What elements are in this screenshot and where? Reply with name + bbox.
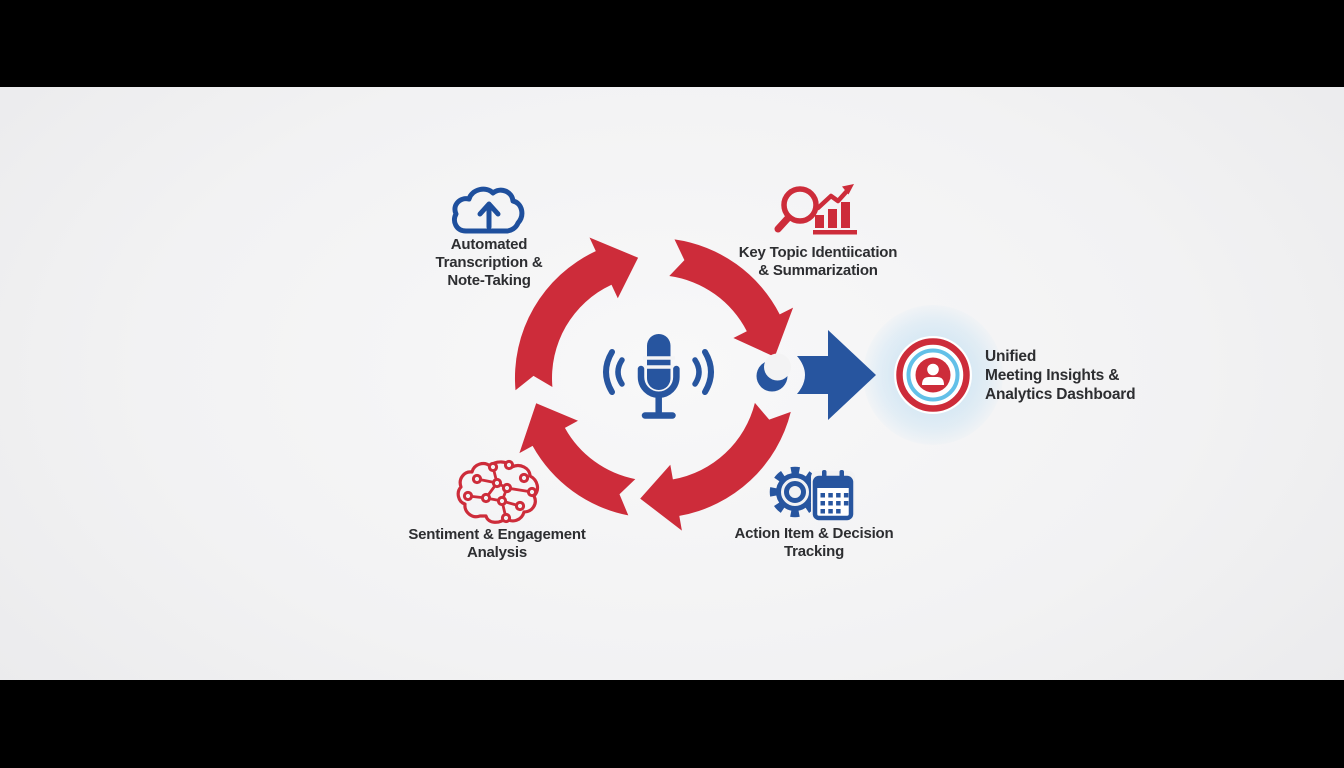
person-icon — [927, 363, 939, 376]
label-action-tracking: Action Item & Decision Tracking — [714, 525, 914, 561]
label-key-topic: Key Topic Identiication & Summarization — [718, 244, 918, 280]
label-sentiment-analysis: Sentiment & Engagement Analysis — [397, 526, 597, 562]
output-arrow-icon — [756, 330, 876, 420]
magnifier-bar-chart-icon — [774, 184, 857, 235]
label-line: Analytics Dashboard — [985, 386, 1136, 403]
label-automated-transcription: Automated Transcription & Note-Taking — [389, 236, 589, 290]
label-line: Automated — [450, 236, 528, 253]
letterbox-bottom — [0, 680, 1344, 768]
label-line: Note-Taking — [447, 272, 531, 289]
cycle-arrow — [519, 403, 636, 516]
cycle-arrow — [514, 237, 639, 391]
calendar-icon — [811, 470, 855, 521]
user-target-badge-icon — [894, 336, 972, 414]
label-line: Analysis — [466, 544, 528, 561]
label-line: Tracking — [783, 543, 845, 560]
label-line: Meeting Insights & — [985, 367, 1120, 384]
letterbox-top — [0, 0, 1344, 87]
label-line: Transcription & — [435, 254, 543, 271]
microphone-icon — [603, 334, 714, 419]
cycle-arrows-icon — [514, 237, 794, 531]
label-line: Sentiment & Engagement — [408, 526, 586, 543]
label-unified-dashboard: Unified Meeting Insights & Analytics Das… — [985, 347, 1165, 404]
gear-calendar-icon — [769, 466, 855, 521]
cycle-arrow — [669, 239, 794, 357]
label-line: Unified — [985, 348, 1037, 365]
label-line: Key Topic Identiication — [738, 244, 898, 261]
label-line: & Summarization — [758, 262, 878, 279]
brain-network-icon — [456, 459, 540, 524]
label-line: Action Item & Decision — [734, 525, 894, 542]
cloud-upload-icon — [451, 186, 525, 234]
cycle-arrow — [640, 402, 791, 531]
